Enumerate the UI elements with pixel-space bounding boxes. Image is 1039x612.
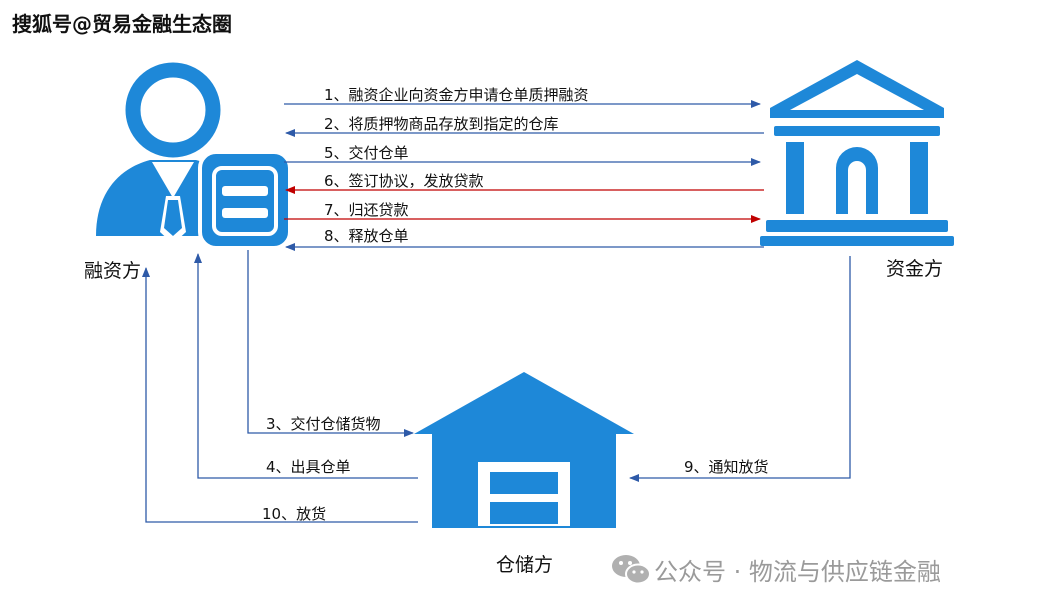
arrow-step-9: [629, 256, 851, 482]
document-icon: [198, 150, 292, 250]
watermark-bottom-text: 公众号 · 物流与供应链金融: [654, 558, 941, 586]
arrow-step-3: [247, 250, 414, 437]
step-label-1: 1、融资企业向资金方申请仓单质押融资: [324, 86, 589, 104]
step-label-8: 8、释放仓单: [324, 227, 409, 245]
party-borrower: 融资方: [84, 260, 142, 282]
arrow-step-4: [194, 253, 418, 479]
watermark-top-left: 搜狐号@贸易金融生态圈: [12, 12, 232, 36]
step-label-9: 9、通知放货: [684, 458, 769, 476]
step-label-10: 10、放货: [262, 505, 327, 523]
step-label-3: 3、交付仓储货物: [266, 415, 381, 433]
warehouse-connectors: [142, 250, 851, 523]
warehouse-icon: [414, 372, 634, 528]
party-warehouse: 仓储方: [496, 554, 554, 576]
bank-icon: [760, 60, 954, 246]
step-label-4: 4、出具仓单: [266, 458, 351, 476]
step-label-5: 5、交付仓单: [324, 144, 409, 162]
party-funder: 资金方: [886, 258, 944, 280]
step-label-6: 6、签订协议，发放贷款: [324, 172, 484, 190]
step-label-2: 2、将质押物商品存放到指定的仓库: [324, 115, 559, 133]
top-arrows: [284, 100, 764, 251]
wechat-logo-icon: [612, 555, 651, 585]
step-label-7: 7、归还贷款: [324, 201, 409, 219]
arrow-step-10: [142, 267, 418, 523]
watermark-bottom-right: 公众号 · 物流与供应链金融: [606, 552, 941, 587]
